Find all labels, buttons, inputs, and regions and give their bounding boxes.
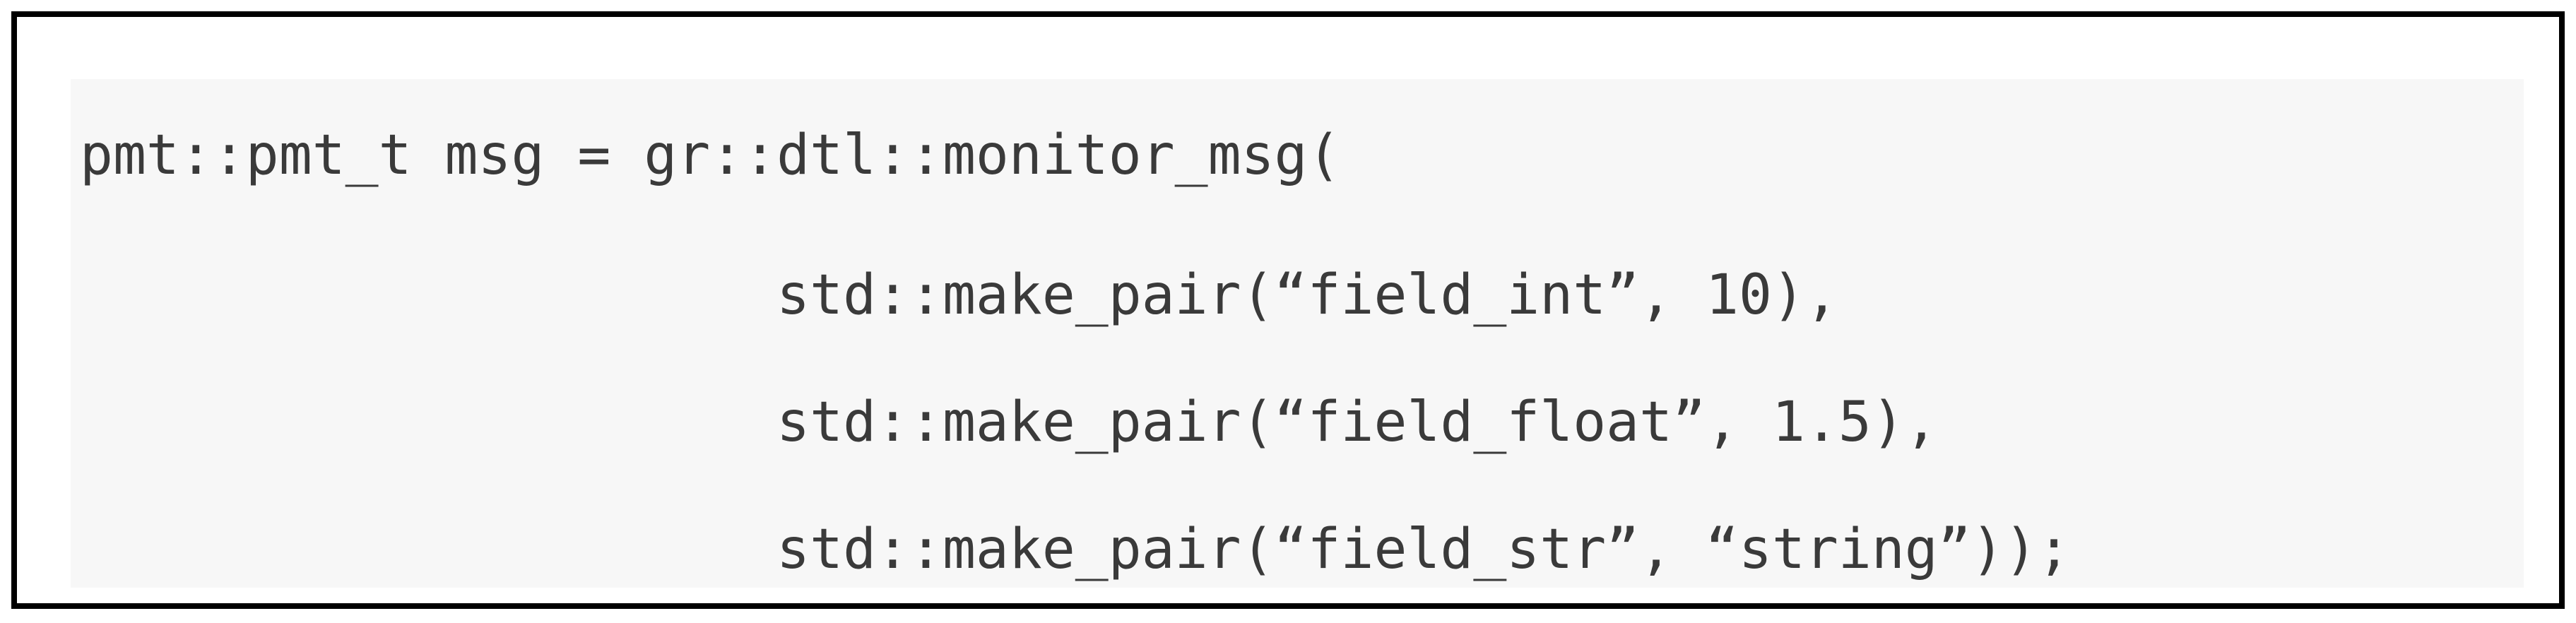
code-figure-frame: pmt::pmt_t msg = gr::dtl::monitor_msg( s…: [11, 11, 2565, 609]
code-listing: pmt::pmt_t msg = gr::dtl::monitor_msg( s…: [80, 79, 2071, 588]
code-line-3: std::make_pair(“field_float”, 1.5),: [80, 391, 1938, 454]
code-line-4: std::make_pair(“field_str”, “string”));: [80, 518, 2071, 581]
code-line-1: pmt::pmt_t msg = gr::dtl::monitor_msg(: [80, 124, 1341, 187]
code-line-2: std::make_pair(“field_int”, 10),: [80, 263, 1838, 327]
code-block: pmt::pmt_t msg = gr::dtl::monitor_msg( s…: [71, 79, 2524, 588]
code-content: pmt::pmt_t msg = gr::dtl::monitor_msg( s…: [80, 79, 2071, 588]
